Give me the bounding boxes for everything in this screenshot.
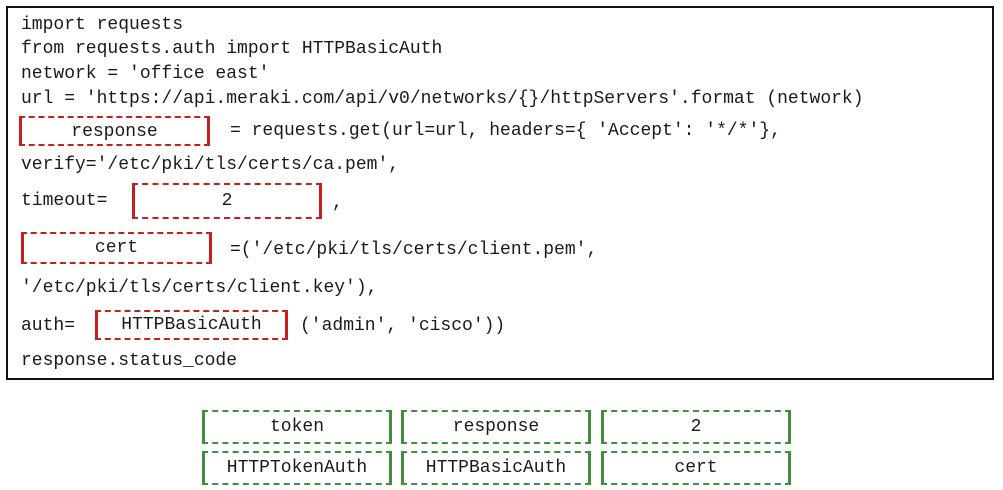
drop-zone-timeout[interactable]: 2 [132, 183, 322, 219]
code-timeout-comma: , [332, 193, 343, 213]
code-line-url: url = 'https://api.meraki.com/api/v0/net… [21, 89, 864, 109]
code-panel: import requests from requests.auth impor… [6, 6, 994, 380]
code-line-import-auth: from requests.auth import HTTPBasicAuth [21, 39, 443, 59]
option-2[interactable]: 2 [601, 410, 791, 444]
option-cert[interactable]: cert [601, 451, 791, 485]
code-line-client-key: '/etc/pki/tls/certs/client.key'), [21, 278, 378, 298]
drop-zone-auth[interactable]: HTTPBasicAuth [95, 310, 288, 340]
code-line-requests-get: = requests.get(url=url, headers={ 'Accep… [230, 121, 781, 141]
code-line-import-requests: import requests [21, 15, 184, 35]
code-line-client-pem: =('/etc/pki/tls/certs/client.pem', [230, 240, 598, 260]
code-line-verify: verify='/etc/pki/tls/certs/ca.pem', [21, 155, 400, 175]
drop-zone-response-variable[interactable]: response [19, 116, 210, 146]
code-auth-args: ('admin', 'cisco')) [300, 316, 506, 336]
code-timeout-label: timeout= [21, 191, 108, 211]
code-auth-label: auth= [21, 316, 76, 336]
option-httptokenauth[interactable]: HTTPTokenAuth [202, 451, 392, 485]
drop-zone-cert[interactable]: cert [21, 232, 212, 264]
code-line-network: network = 'office east' [21, 64, 270, 84]
option-token[interactable]: token [202, 410, 392, 444]
option-httpbasicauth[interactable]: HTTPBasicAuth [401, 451, 591, 485]
option-response[interactable]: response [401, 410, 591, 444]
code-line-status-code: response.status_code [21, 351, 238, 371]
